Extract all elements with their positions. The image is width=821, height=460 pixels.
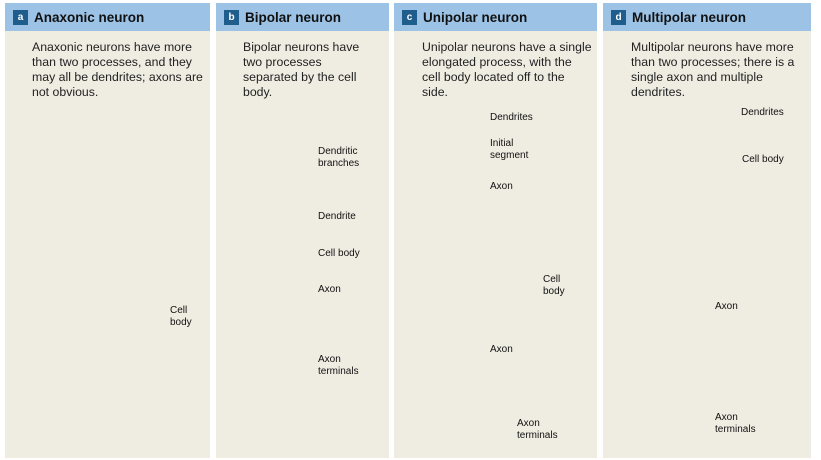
label-axon: Axon [490, 344, 513, 355]
label-dendrites: Dendrites [741, 107, 784, 118]
label-axon-terminals: Axon terminals [517, 418, 558, 441]
panel-unipolar: c Unipolar neuron Unipolar neurons have a… [394, 3, 597, 458]
panel-letter: c [402, 9, 417, 25]
panel-title: Multipolar neuron [632, 9, 746, 25]
label-dendritic-branches: Dendritic branches [318, 146, 360, 169]
panel-title: Unipolar neuron [423, 9, 528, 25]
label-dendrite: Dendrite [318, 211, 356, 222]
label-axon-terminals: Axon terminals [715, 412, 756, 435]
label-initial-segment: Initial segment [490, 138, 529, 161]
panel-header: d Multipolar neuron [603, 3, 811, 31]
panel-description: Unipolar neurons have a single elongated… [422, 40, 592, 99]
label-dendrites: Dendrites [490, 112, 533, 123]
panel-description: Bipolar neurons have two processes separ… [243, 40, 360, 99]
panel-description: Multipolar neurons have more than two pr… [631, 40, 795, 99]
panel-letter: a [13, 9, 28, 25]
label-axon-terminals: Axon terminals [318, 354, 359, 377]
label-cell-body: Cell body [543, 274, 565, 297]
label-axon: Axon [490, 181, 513, 192]
panel-header: a Anaxonic neuron [5, 3, 210, 31]
panel-header: b Bipolar neuron [216, 3, 389, 31]
panel-multipolar: d Multipolar neuron Multipolar neurons ha… [603, 3, 811, 458]
label-cell-body: Cell body [742, 154, 784, 165]
panel-letter: d [611, 9, 626, 25]
panel-description: Anaxonic neurons have more than two proc… [32, 40, 203, 99]
panel-letter: b [224, 9, 239, 25]
panel-title: Anaxonic neuron [34, 9, 145, 25]
label-axon: Axon [318, 284, 341, 295]
panel-header: c Unipolar neuron [394, 3, 597, 31]
label-axon: Axon [715, 301, 738, 312]
panel-title: Bipolar neuron [245, 9, 342, 25]
panel-anaxonic: a Anaxonic neuron Anaxonic neurons have m… [5, 3, 210, 458]
label-cell-body: Cell body [170, 305, 192, 328]
label-cell-body: Cell body [318, 248, 360, 259]
panel-bipolar: b Bipolar neuron Bipolar neurons have two… [216, 3, 389, 458]
